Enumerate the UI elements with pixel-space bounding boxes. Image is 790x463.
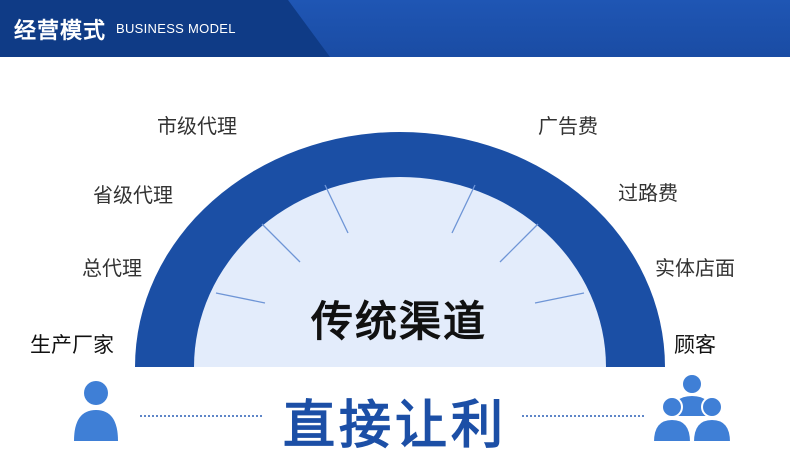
tick-line [534, 292, 585, 304]
header-title: 经营模式 [14, 19, 107, 44]
label-province-agent: 省级代理 [93, 183, 173, 207]
label-advertising-fee: 广告费 [538, 114, 598, 138]
tick-marks [215, 184, 585, 304]
header-banner: 经营模式 BUSINESS MODEL [0, 0, 790, 57]
tick-line [499, 223, 539, 263]
header-subtitle: BUSINESS MODEL [116, 21, 236, 36]
center-title: 传统渠道 [310, 297, 487, 346]
label-manufacturer: 生产厂家 [30, 333, 114, 357]
dotted-connector-right [522, 415, 644, 417]
header-title-panel [0, 0, 330, 57]
label-city-agent: 市级代理 [157, 114, 237, 138]
label-general-agent: 总代理 [82, 256, 142, 280]
bottom-title: 直接让利 [282, 396, 507, 456]
label-toll-fee: 过路费 [618, 181, 678, 205]
tick-line [324, 184, 349, 234]
label-customer: 顾客 [674, 333, 716, 357]
tick-line [451, 184, 476, 234]
dotted-connector-left [140, 415, 262, 417]
label-physical-store: 实体店面 [655, 256, 735, 280]
tick-line [215, 292, 266, 304]
tick-line [261, 223, 301, 263]
inner-half-disc [194, 177, 606, 367]
group-icon [652, 375, 732, 443]
person-icon [74, 381, 118, 441]
